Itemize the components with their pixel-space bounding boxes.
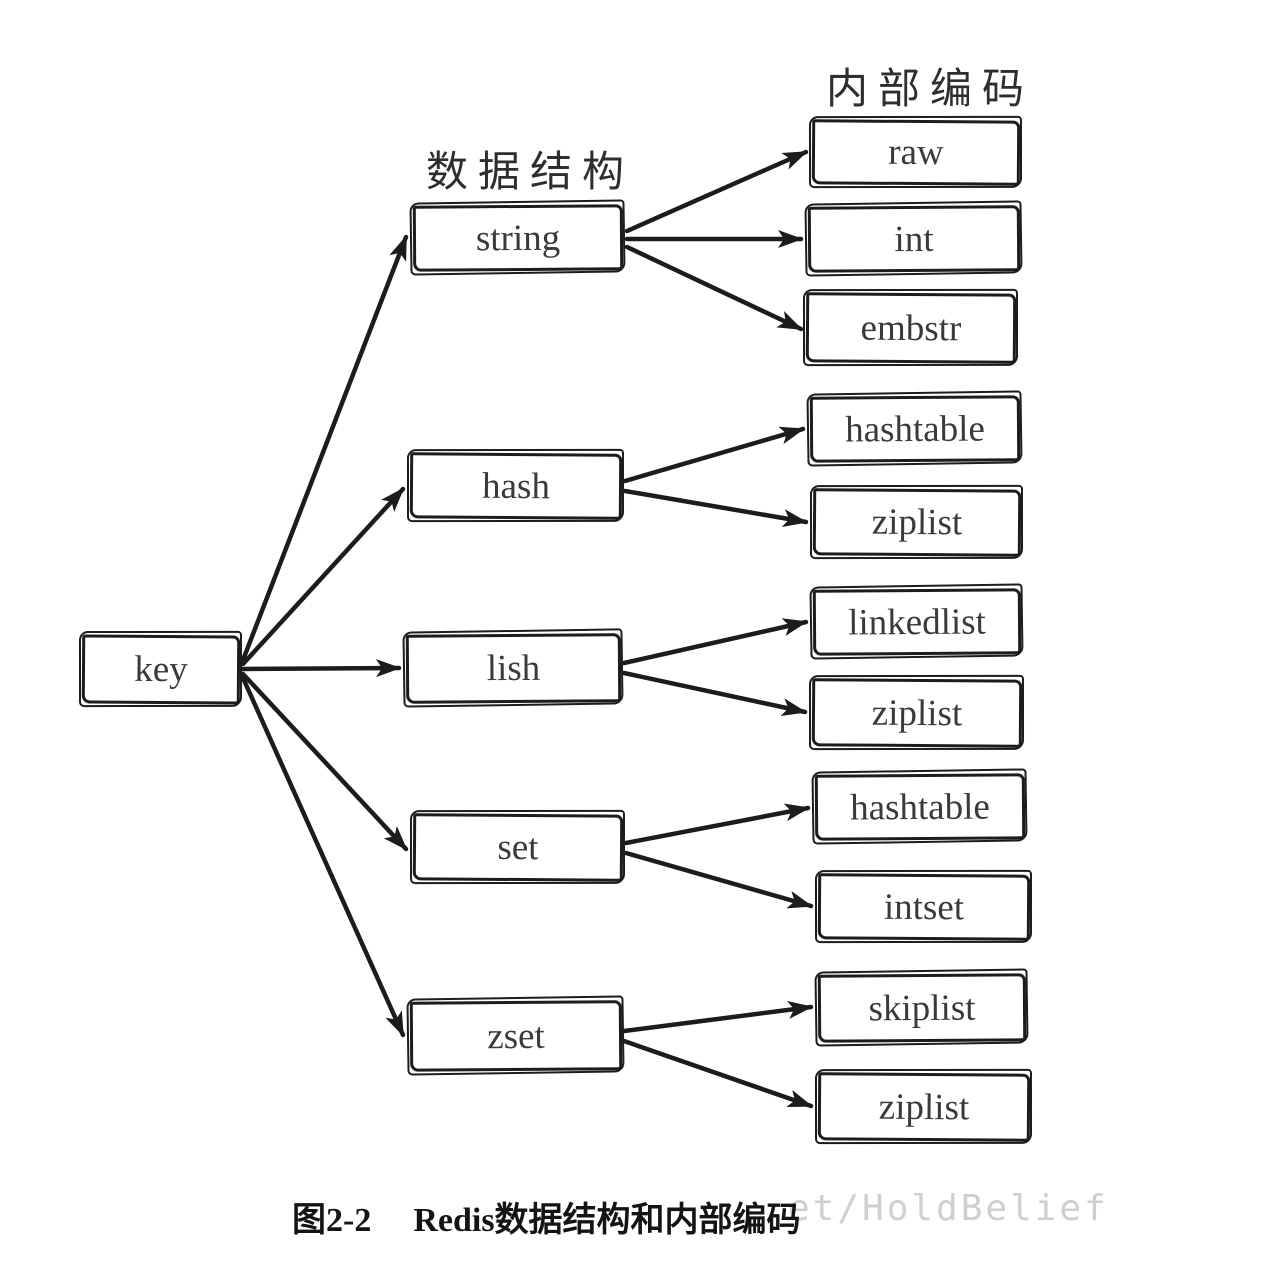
node-int: int — [807, 205, 1021, 273]
node-zset: zset — [409, 1000, 623, 1072]
arrow-set-to-intset — [623, 850, 814, 909]
node-ziplist-lish: ziplist — [811, 678, 1023, 748]
node-string: string — [412, 204, 624, 272]
header-data-structures: 数据结构 — [426, 150, 635, 196]
node-lish: lish — [405, 633, 622, 704]
node-key: key — [81, 634, 241, 705]
figure-caption: 图2-2 Redis数据结构和内部编码 — [292, 1192, 801, 1241]
header-internal-encodings: 内部编码 — [826, 67, 1035, 113]
arrow-hash-to-hashtable — [622, 426, 806, 484]
arrow-string-to-raw — [624, 149, 809, 234]
node-set: set — [412, 813, 624, 882]
node-linkedlist: linkedlist — [812, 588, 1022, 656]
node-raw: raw — [811, 119, 1021, 186]
arrow-zset-to-ziplist — [621, 1038, 814, 1109]
caption-title: Redis数据结构和内部编码 — [413, 1202, 801, 1239]
watermark-text: et/HoldBelief — [788, 1188, 1109, 1229]
arrow-key-to-set — [240, 671, 409, 852]
arrow-key-to-hash — [240, 486, 406, 667]
node-embstr: embstr — [805, 292, 1017, 364]
arrow-key-to-lish — [240, 659, 402, 678]
node-ziplist-zset: ziplist — [817, 1072, 1031, 1142]
arrow-lish-to-linkedlist — [621, 618, 809, 666]
arrow-hash-to-ziplist — [622, 488, 809, 527]
node-ziplist-hash: ziplist — [812, 488, 1022, 557]
node-hashtable-set: hashtable — [814, 773, 1026, 841]
node-hashtable-hash: hashtable — [809, 395, 1021, 463]
arrow-set-to-hashtable — [623, 803, 811, 846]
node-skiplist: skiplist — [817, 973, 1027, 1043]
arrow-zset-to-skiplist — [621, 1001, 814, 1034]
arrow-string-to-embstr — [624, 244, 804, 332]
caption-figure-label: 图2-2 — [292, 1202, 372, 1239]
arrow-key-to-zset — [240, 675, 406, 1038]
arrow-lish-to-ziplist — [621, 670, 808, 716]
arrow-key-to-string — [240, 234, 409, 663]
node-hash: hash — [409, 452, 623, 520]
node-intset: intset — [817, 873, 1031, 941]
